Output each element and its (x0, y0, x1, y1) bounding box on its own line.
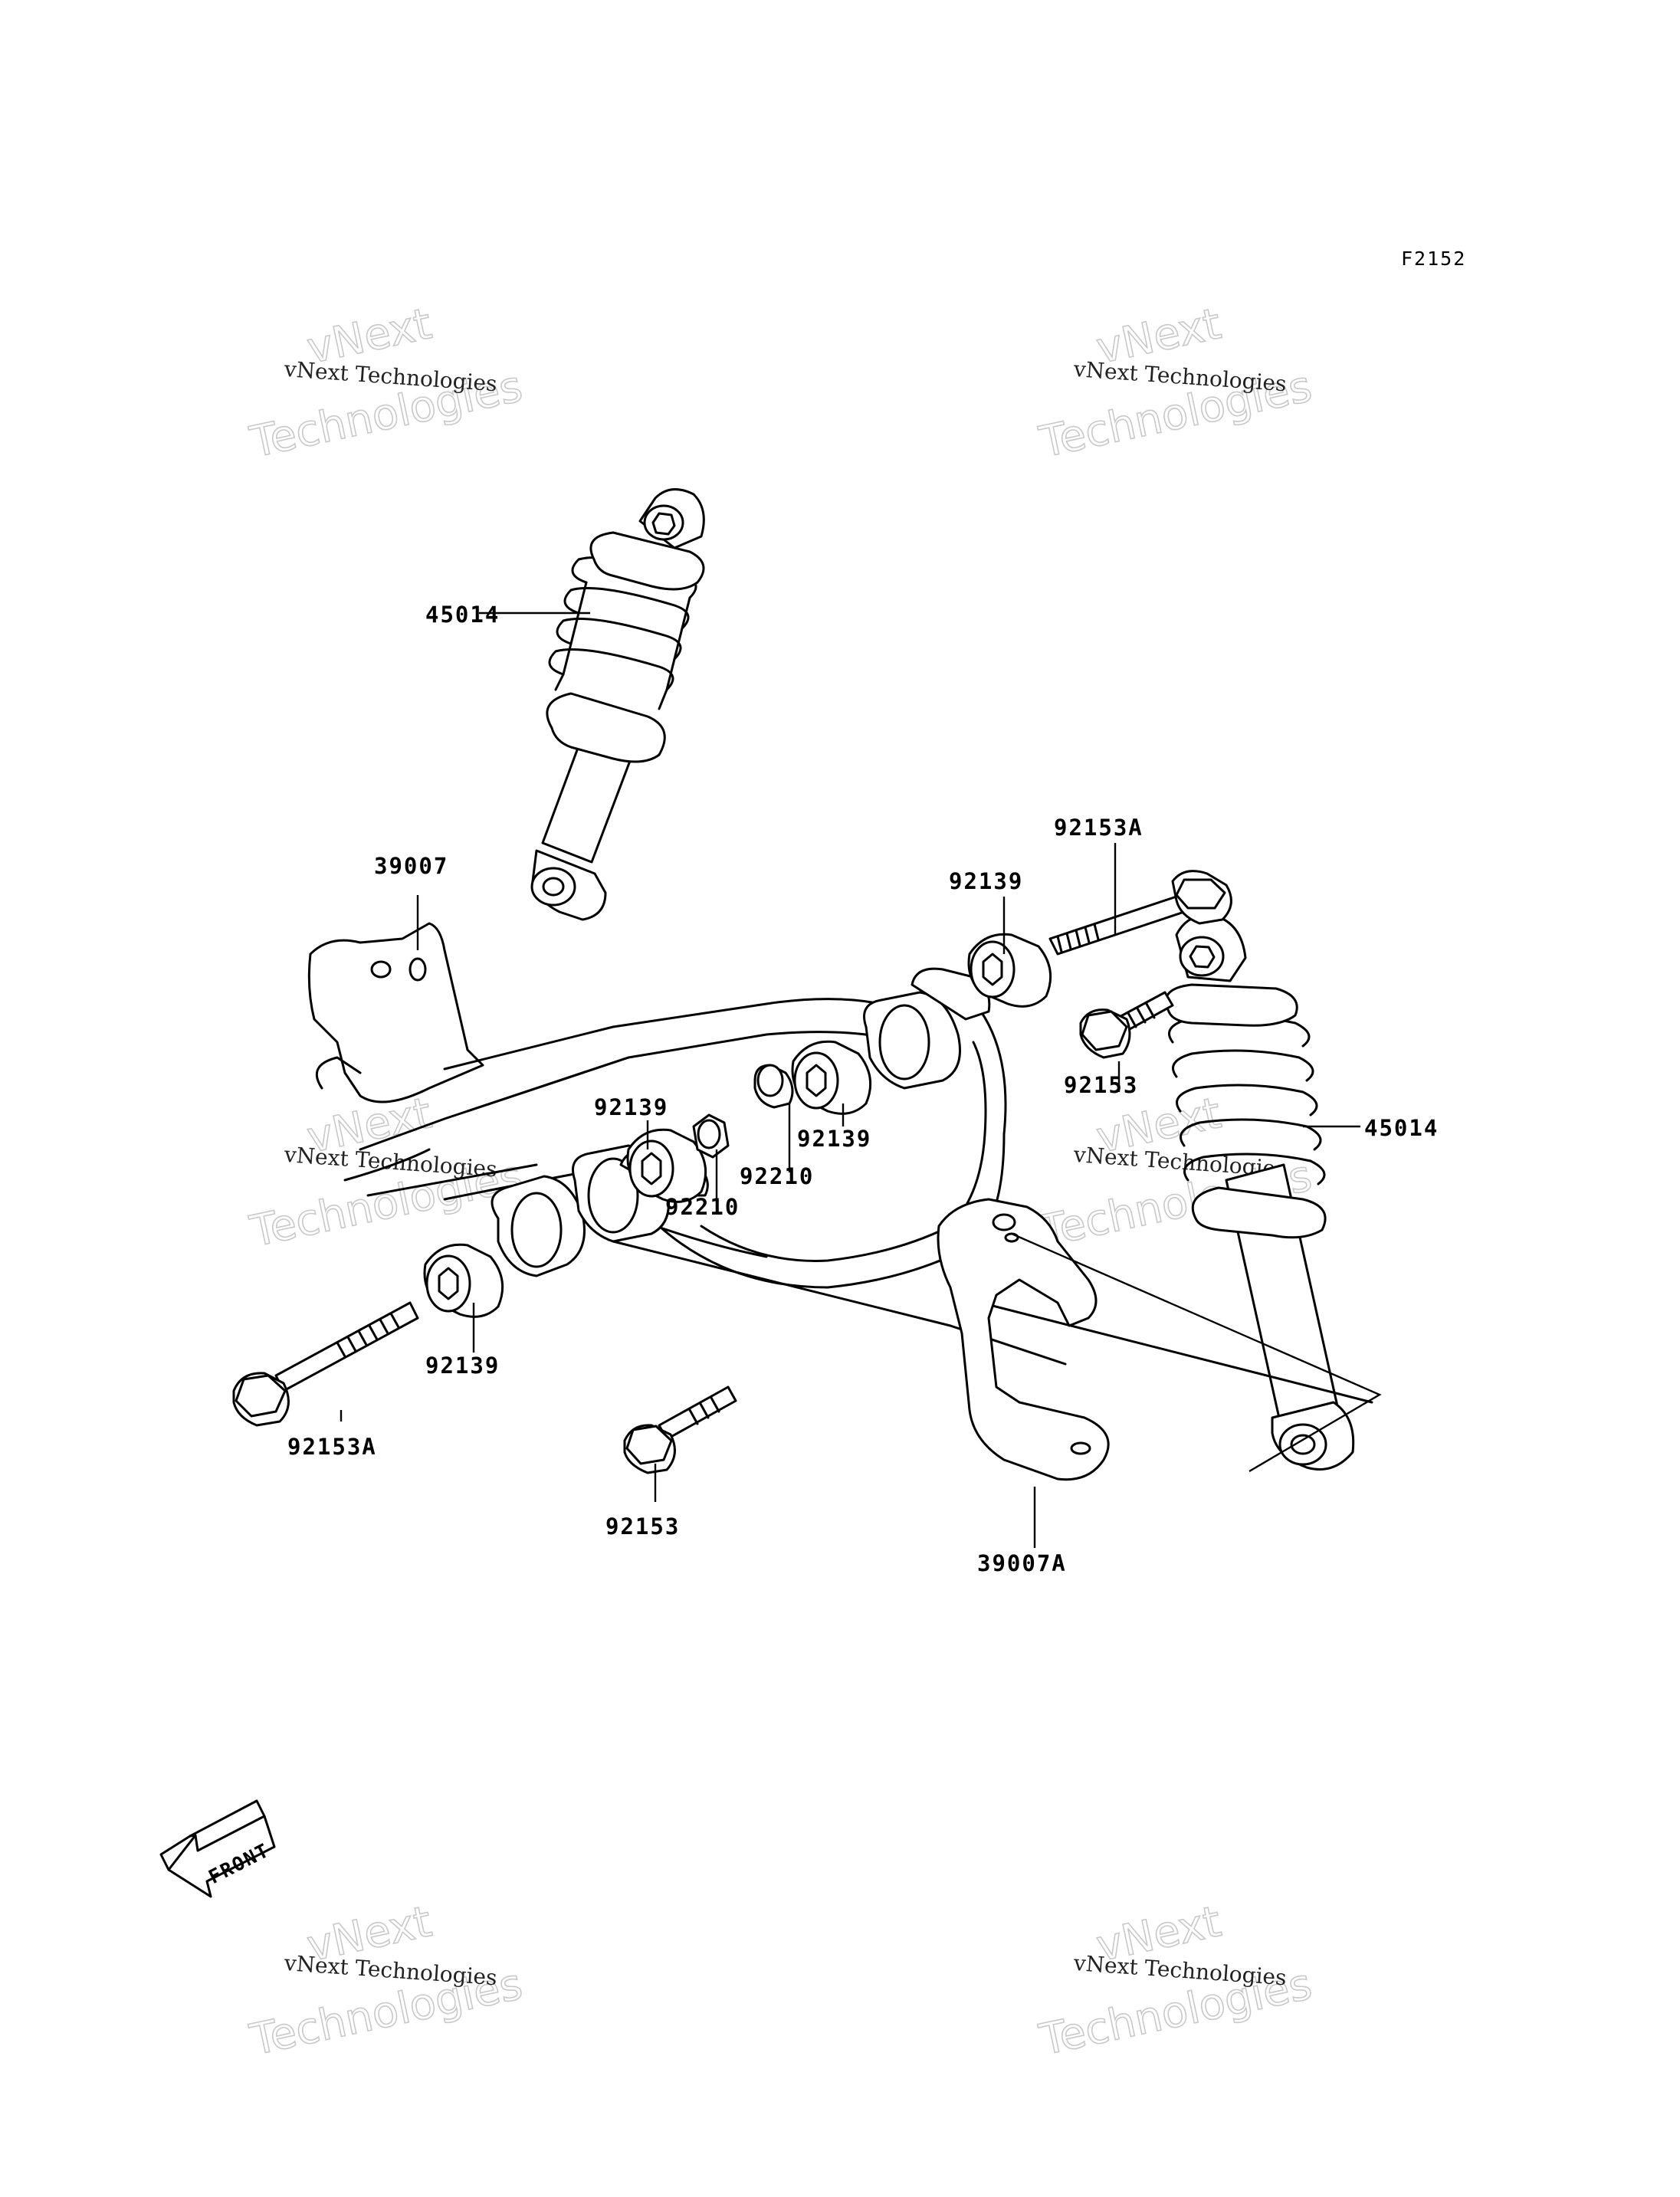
callout-92153-right: 92153 (1064, 1072, 1138, 1098)
callout-45014-right: 45014 (1364, 1115, 1439, 1141)
watermark-bottom-right: vNext Technologies vNext Technologies (1035, 1896, 1317, 2066)
watermark-text: vNext Technologies (283, 1142, 498, 1182)
callout-92139-mid-right: 92139 (797, 1126, 871, 1152)
bushings (423, 933, 1052, 1318)
callout-92139-mid-left: 92139 (594, 1094, 668, 1120)
watermark-bottom-left: vNext Technologies vNext Technologies (245, 1896, 527, 2066)
callout-45014-top-left: 45014 (425, 602, 500, 628)
callout-92210-right: 92210 (740, 1163, 814, 1189)
callout-39007: 39007 (374, 853, 448, 879)
watermark-text: vNext Technologies (283, 1950, 498, 1990)
watermark-text: vNext Technologies (1072, 1950, 1288, 1990)
watermark-mid-left: vNext Technologies vNext Technologies (245, 1087, 527, 1258)
callout-92139-top-right: 92139 (949, 868, 1023, 894)
front-direction-arrow: FRONT (159, 1799, 276, 1898)
callout-92210-left: 92210 (665, 1194, 740, 1220)
callout-92153a-bottom-left: 92153A (287, 1434, 377, 1460)
bolt-92153a-top-right (1048, 870, 1232, 956)
shock-absorber-right (1164, 913, 1355, 1471)
callout-92139-bottom-left: 92139 (425, 1353, 500, 1379)
callout-92153-bottom: 92153 (605, 1513, 680, 1540)
bolt-92153-right (1079, 991, 1174, 1059)
watermark-top-left: vNext Technologies vNext Technologies (245, 298, 527, 468)
diagram-code: F2152 (1401, 248, 1466, 270)
leader-lines (340, 612, 1360, 1548)
bolt-92153-bottom (623, 1385, 737, 1474)
bolt-92153a-bottom-left (232, 1301, 419, 1427)
shock-absorber-top-left (530, 488, 705, 921)
callout-39007a: 39007A (977, 1550, 1067, 1576)
callout-92153a-top-right: 92153A (1054, 815, 1144, 841)
watermark-top-right: vNext Technologies vNext Technologies (1035, 298, 1317, 468)
